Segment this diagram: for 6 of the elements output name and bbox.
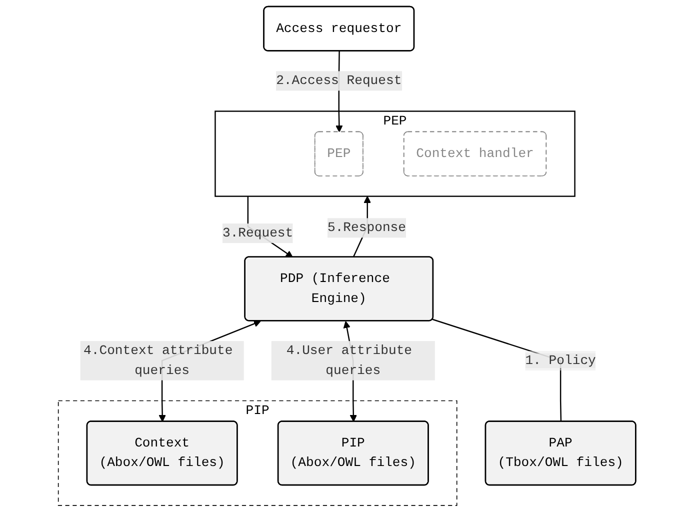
edge-label: 1. Policy	[525, 353, 596, 368]
edge-label: 4.Context attribute queries	[84, 344, 233, 378]
edge-label: 2.Access Request	[276, 74, 402, 88]
edge-label: 3.Request	[222, 226, 294, 241]
edge-label: 5.Response	[327, 220, 406, 236]
edge-label: 4.User attribute queries	[286, 344, 412, 378]
